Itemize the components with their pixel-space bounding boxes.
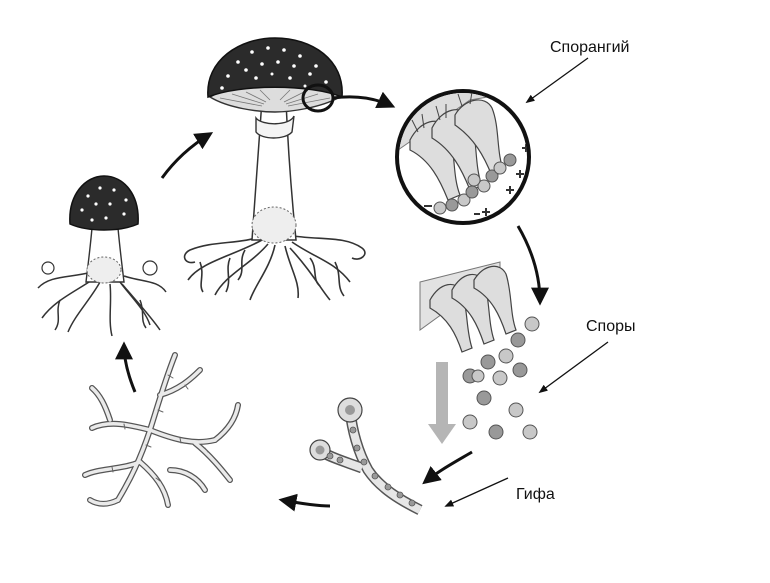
arrow-to-mycelium (278, 493, 331, 512)
mycelium (82, 352, 241, 508)
pointer-spores (538, 341, 609, 394)
fall-arrow (428, 362, 456, 444)
arrow-to-spores (516, 225, 549, 306)
cap-dots (220, 46, 328, 90)
germinating-hypha (309, 397, 423, 515)
arrow-to-young-mushroom (115, 341, 137, 393)
arrow-to-closeup (332, 91, 396, 109)
pointer-sporangium (525, 57, 589, 104)
label-spores: Споры (586, 318, 636, 335)
sporangium-closeup (395, 89, 531, 225)
falling-spores (462, 316, 540, 440)
arrow-to-mature-mushroom (160, 132, 214, 179)
spore-release (419, 261, 540, 444)
basidiospores (433, 153, 517, 215)
pointer-hypha (444, 477, 509, 507)
young-mushroom (37, 175, 167, 337)
mature-mushroom (183, 37, 366, 301)
mature-cap (207, 37, 343, 99)
mature-roots (183, 234, 366, 301)
plus-minus-signs (424, 144, 527, 216)
label-hypha: Гифа (516, 486, 555, 503)
arrow-to-hypha (422, 450, 473, 485)
label-sporangium: Спорангий (550, 39, 629, 56)
young-cap (69, 175, 139, 231)
